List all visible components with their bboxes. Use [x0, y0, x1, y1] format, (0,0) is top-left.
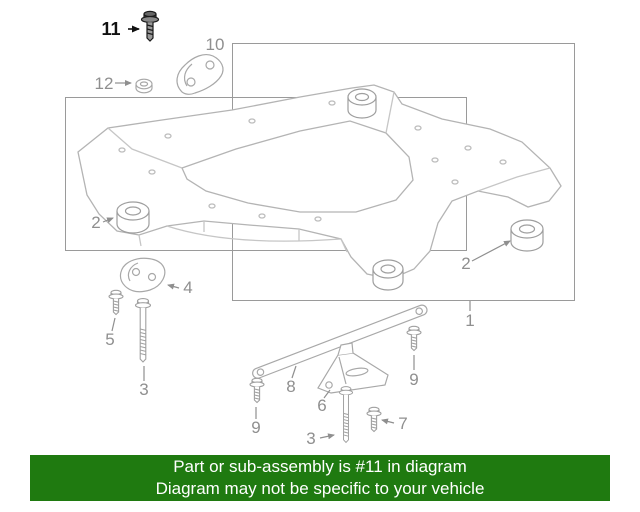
callout-label-4: 4: [183, 278, 192, 297]
bushing-top-icon: [347, 88, 377, 119]
bushing-2-right-icon: [510, 219, 544, 252]
callout-label-9-left: 9: [251, 418, 260, 437]
bracket-10-icon: [176, 53, 224, 95]
bracket-6-icon: [317, 342, 389, 394]
banner-line-1: Part or sub-assembly is #11 in diagram: [173, 457, 467, 476]
callout-label-10: 10: [206, 35, 225, 54]
bolt-3-bottom-icon: [338, 386, 354, 443]
callout-label-7: 7: [398, 414, 407, 433]
callout-label-6: 6: [317, 396, 326, 415]
callout-label-8: 8: [286, 377, 295, 396]
callout-label-12: 12: [95, 74, 114, 93]
callout-label-2-left: 2: [91, 213, 100, 232]
notice-banner: Part or sub-assembly is #11 in diagram D…: [30, 455, 610, 501]
bolt-9-right-icon: [406, 325, 422, 352]
leader-arrow-2-left: [102, 217, 114, 224]
bolt-7-icon: [366, 406, 382, 433]
bracket-4-icon: [119, 257, 166, 293]
subframe-drawing: [77, 84, 562, 280]
leader-lines: [102, 80, 511, 440]
bushing-bottom-icon: [372, 259, 404, 291]
leader-line-6: [323, 389, 331, 399]
leader-arrow-4: [167, 283, 180, 290]
leader-arrow-3-bottom: [319, 433, 335, 440]
leader-arrow-2-right: [471, 240, 511, 262]
callout-label-3-bottom: 3: [306, 429, 315, 448]
bolt-3-left-icon: [134, 298, 152, 363]
callout-label-9-right: 9: [409, 370, 418, 389]
frame-bolt-holes: [118, 100, 507, 222]
callout-label-1: 1: [465, 311, 474, 330]
leader-line-8: [291, 365, 297, 379]
bolt-11-icon: [140, 10, 160, 42]
callout-label-5: 5: [105, 330, 114, 349]
bushing-2-left-icon: [116, 201, 150, 234]
clip-nut-12-icon: [135, 78, 153, 94]
callout-label-2-right: 2: [461, 254, 470, 273]
callout-label-3-left: 3: [139, 380, 148, 399]
callout-label-11: 11: [101, 19, 120, 39]
leader-arrow-7: [381, 418, 395, 425]
banner-line-2: Diagram may not be specific to your vehi…: [155, 479, 485, 498]
bolt-5-icon: [108, 289, 124, 316]
leader-line-5: [111, 317, 116, 332]
bolt-9-left-icon: [249, 377, 265, 404]
